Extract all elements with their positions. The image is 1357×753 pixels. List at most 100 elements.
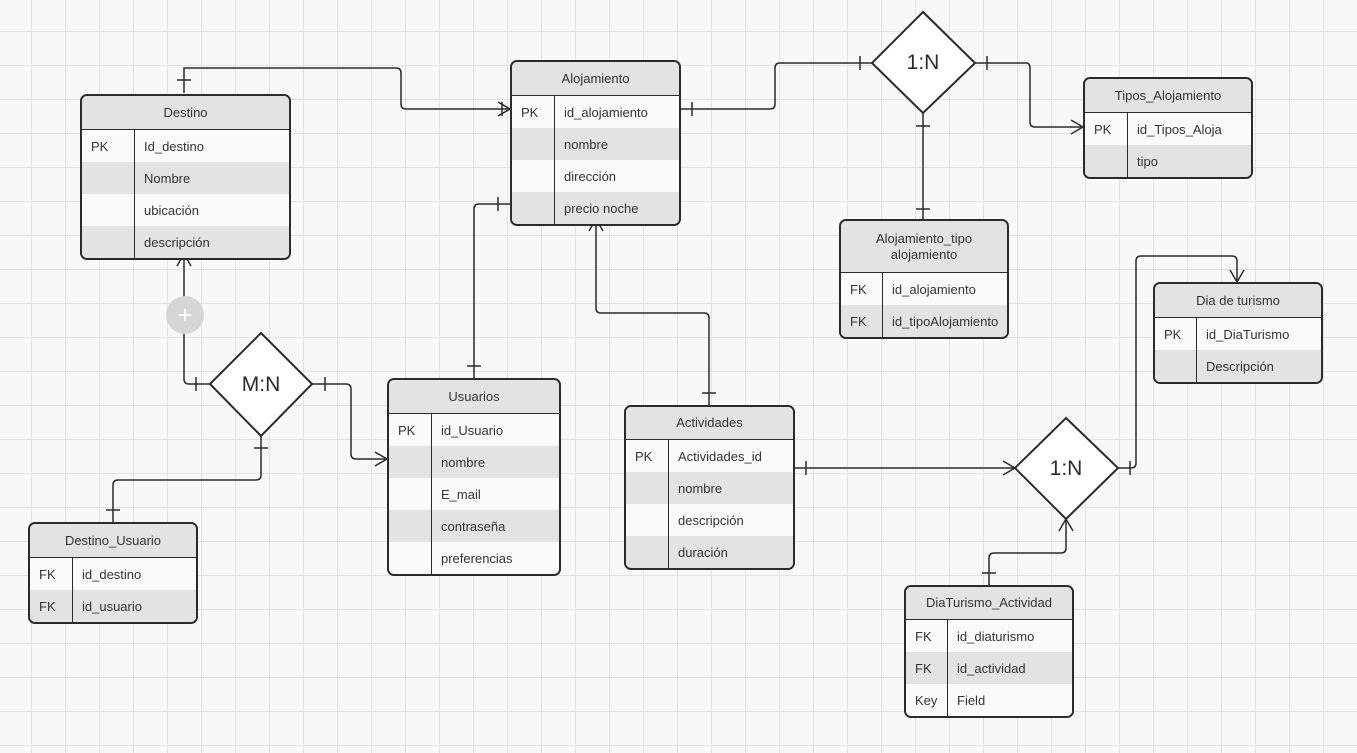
field-cell: id_destino (82, 566, 142, 582)
entity-row[interactable]: nombre (626, 472, 793, 504)
entity-row[interactable]: PK id_alojamiento (512, 96, 679, 128)
entity-row[interactable]: PK id_Usuario (389, 414, 559, 446)
entity-destino[interactable]: Destino PK Id_destino Nombre ubicación d… (80, 94, 291, 260)
field-cell: Descripción (1206, 358, 1274, 374)
entity-title: Alojamiento_tipo alojamiento (841, 221, 1007, 273)
entity-destino-usuario[interactable]: Destino_Usuario FK id_destino FK id_usua… (28, 522, 198, 624)
entity-row[interactable]: PK id_Tipos_Aloja (1085, 113, 1251, 145)
key-cell (389, 478, 432, 510)
field-cell: precio noche (564, 200, 639, 216)
entity-row[interactable]: dirección (512, 160, 679, 192)
key-cell (1085, 145, 1128, 177)
entity-row[interactable]: FK id_alojamiento (841, 273, 1007, 305)
entity-row[interactable]: ubicación (82, 194, 289, 226)
key-cell (512, 192, 555, 224)
entity-row[interactable]: PK id_DiaTurismo (1155, 318, 1321, 350)
entity-row[interactable]: Nombre (82, 162, 289, 194)
entity-row[interactable]: PK Id_destino (82, 130, 289, 162)
key-cell (626, 472, 669, 504)
key-cell (512, 128, 555, 160)
key-cell (82, 194, 135, 226)
entity-row[interactable]: descripción (82, 226, 289, 258)
field-cell: duración (678, 544, 728, 560)
key-cell (389, 510, 432, 542)
entity-row[interactable]: E_mail (389, 478, 559, 510)
key-cell: FK (30, 590, 73, 622)
key-cell (626, 536, 669, 568)
field-cell: descripción (144, 234, 210, 250)
field-cell: preferencias (441, 550, 513, 566)
connector-rel-destinousuario (112, 436, 262, 522)
field-cell: id_Tipos_Aloja (1137, 121, 1222, 137)
key-cell (626, 504, 669, 536)
entity-title: Actividades (626, 407, 793, 440)
field-cell: nombre (678, 480, 723, 496)
entity-row[interactable]: nombre (512, 128, 679, 160)
entity-row[interactable]: Descripción (1155, 350, 1321, 382)
key-cell (389, 446, 432, 478)
entity-row[interactable]: precio noche (512, 192, 679, 224)
entity-row[interactable]: FK id_tipoAlojamiento (841, 305, 1007, 337)
key-cell: PK (1085, 113, 1128, 145)
entity-dia-de-turismo[interactable]: Dia de turismo PK id_DiaTurismo Descripc… (1153, 282, 1323, 384)
entity-row[interactable]: tipo (1085, 145, 1251, 177)
entity-tipos-alojamiento[interactable]: Tipos_Alojamiento PK id_Tipos_Aloja tipo (1083, 77, 1253, 179)
key-cell: PK (512, 96, 555, 128)
key-cell (389, 542, 432, 574)
entity-row[interactable]: FK id_diaturismo (906, 620, 1072, 652)
field-cell: descripción (678, 512, 744, 528)
field-cell: Nombre (144, 170, 191, 186)
field-cell: id_diaturismo (957, 628, 1035, 644)
entity-row[interactable]: preferencias (389, 542, 559, 574)
entity-row[interactable]: descripción (626, 504, 793, 536)
entity-row[interactable]: contraseña (389, 510, 559, 542)
relationship-label-actividades-dia: 1:N (1049, 457, 1083, 480)
key-cell (82, 162, 135, 194)
entity-title: Dia de turismo (1155, 284, 1321, 318)
add-connector-button[interactable]: + (166, 296, 204, 334)
key-cell: PK (389, 414, 432, 446)
entity-row[interactable]: PK Actividades_id (626, 440, 793, 472)
entity-diaturismo-actividad[interactable]: DiaTurismo_Actividad FK id_diaturismo FK… (904, 585, 1074, 718)
field-cell: E_mail (441, 486, 481, 502)
entity-row[interactable]: FK id_actividad (906, 652, 1072, 684)
key-cell: FK (906, 652, 948, 684)
relationship-diamond-actividades-dia[interactable] (1013, 416, 1120, 521)
field-cell: nombre (564, 136, 609, 152)
field-cell: Field (957, 692, 986, 708)
field-cell: contraseña (441, 518, 506, 534)
connector-rel-diaturismo (1118, 255, 1238, 469)
entity-usuarios[interactable]: Usuarios PK id_Usuario nombre E_mail con… (387, 378, 561, 576)
connector-rel-usuarios (312, 383, 387, 460)
key-cell: PK (1155, 318, 1197, 350)
field-cell: id_Usuario (441, 422, 504, 438)
entity-row[interactable]: nombre (389, 446, 559, 478)
relationship-label-alojamiento-tipos: 1:N (906, 51, 940, 74)
connector-rel-tipos (975, 62, 1083, 128)
entity-title: Destino_Usuario (30, 524, 196, 558)
relationship-diamond-alojamiento-tipos[interactable] (870, 10, 977, 115)
key-cell: PK (82, 130, 135, 162)
entity-row[interactable]: FK id_destino (30, 558, 196, 590)
entity-title: Usuarios (389, 380, 559, 414)
entity-alojamiento[interactable]: Alojamiento PK id_alojamiento nombre dir… (510, 60, 681, 226)
entity-title: Alojamiento (512, 62, 679, 96)
field-cell: nombre (441, 454, 486, 470)
plus-icon: + (177, 300, 193, 330)
field-cell: id_DiaTurismo (1206, 326, 1290, 342)
entity-title: Tipos_Alojamiento (1085, 79, 1251, 113)
entity-actividades[interactable]: Actividades PK Actividades_id nombre des… (624, 405, 795, 570)
connector-destino-alojamiento (183, 67, 510, 110)
relationship-diamond-destino-usuarios[interactable] (208, 331, 314, 438)
entity-row[interactable]: Key Field (906, 684, 1072, 716)
key-cell: PK (626, 440, 669, 472)
field-cell: id_alojamiento (564, 104, 648, 120)
field-cell: Id_destino (144, 138, 204, 154)
key-cell (512, 160, 555, 192)
field-cell: id_actividad (957, 660, 1026, 676)
entity-alojamiento-tipo[interactable]: Alojamiento_tipo alojamiento FK id_aloja… (839, 219, 1009, 339)
connector-destino-rel (183, 254, 210, 385)
connector-alojamiento-actividades (595, 219, 710, 405)
entity-row[interactable]: FK id_usuario (30, 590, 196, 622)
entity-row[interactable]: duración (626, 536, 793, 568)
